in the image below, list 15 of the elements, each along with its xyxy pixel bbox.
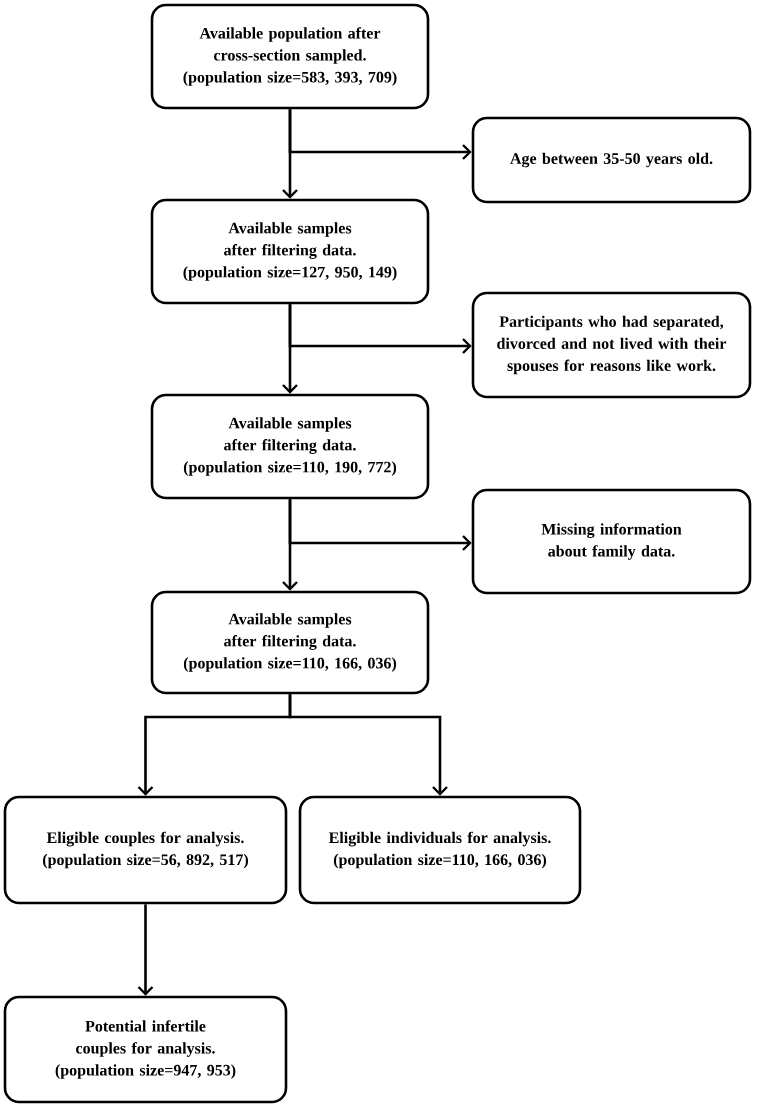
arrow	[288, 694, 448, 796]
arrow	[137, 904, 154, 996]
process-box: Participants who had separated, divorced and not lived with their spouses for reasons like work.	[471, 291, 752, 399]
arrow	[288, 304, 472, 354]
process-box: Eligible couples for analysis. (population size=56, 892, 517)	[3, 795, 288, 905]
process-box: Available samples after filtering data. (population size=110, 166, 036)	[150, 590, 430, 695]
process-box: Age between 35-50 years old.	[471, 116, 752, 204]
process-box: Available population after cross-section sampled. (population size=583, 393, 709)	[150, 3, 430, 110]
process-box: Missing information about family data.	[471, 488, 752, 595]
process-box: Eligible individuals for analysis. (population size=110, 166, 036)	[298, 795, 582, 905]
arrow	[288, 499, 472, 551]
process-box: Potential infertile couples for analysis. (population size=947, 953)	[3, 995, 288, 1104]
process-box: Available samples after filtering data. (population size=127, 950, 149)	[150, 198, 430, 305]
arrow	[288, 109, 472, 160]
process-box: Available samples after filtering data. (population size=110, 190, 772)	[150, 393, 430, 500]
